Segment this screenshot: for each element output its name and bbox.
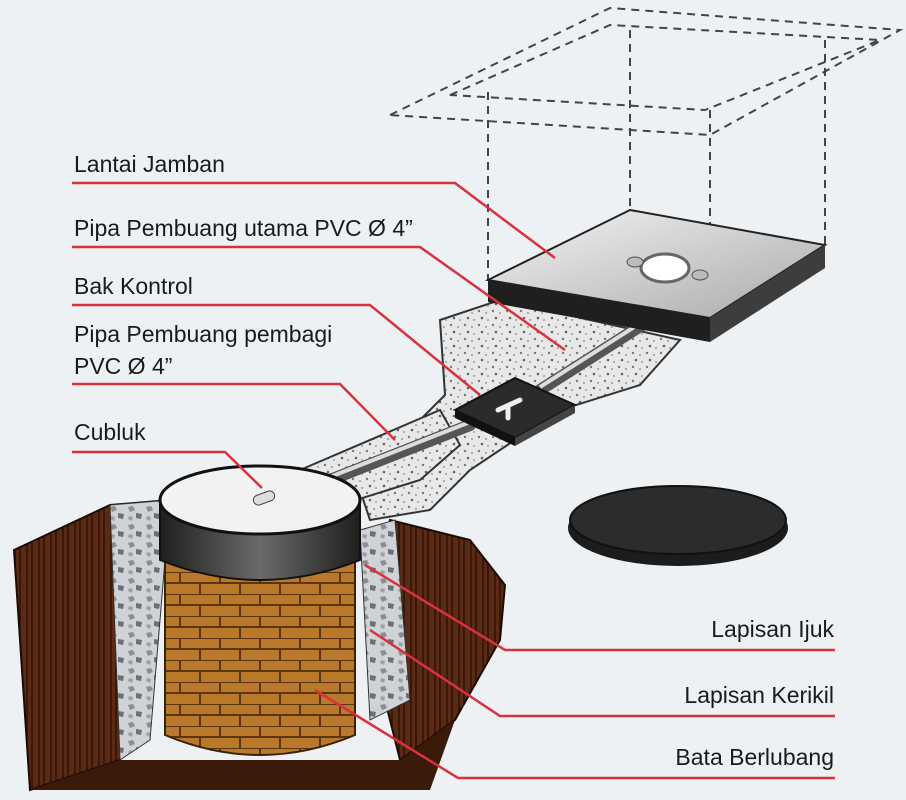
label-pipa-pembagi-line1: Pipa Pembuang pembagi [74,321,333,347]
label-bak-kontrol: Bak Kontrol [74,273,193,299]
round-lid [568,485,788,566]
label-lantai-jamban: Lantai Jamban [74,151,225,177]
leader-lapisan-kerikil [369,628,835,718]
leader-bak-kontrol [72,303,481,396]
leader-pipa-utama [72,245,566,352]
label-lapisan-ijuk: Lapisan Ijuk [711,616,834,642]
leader-lantai-jamban [72,181,556,259]
label-lapisan-kerikil: Lapisan Kerikil [684,682,834,708]
control-box [452,376,578,446]
gravel-layer [109,499,171,761]
perforated-brick-cylinder [158,464,362,756]
floor-slab [484,208,828,342]
label-pipa-utama: Pipa Pembuang utama PVC Ø 4” [74,215,413,241]
leader-lapisan-ijuk [364,563,835,652]
label-bata-berlubang: Bata Berlubang [675,744,834,770]
leader-pipa-pembagi [72,382,396,441]
label-cubluk: Cubluk [74,419,146,445]
label-pipa-pembagi-line2: PVC Ø 4” [74,353,173,379]
leader-cubluk [72,450,263,489]
distribution-pipe [324,419,476,486]
leader-lines [72,181,835,780]
main-pipe [534,314,656,396]
leader-bata-berlubang [314,688,835,780]
